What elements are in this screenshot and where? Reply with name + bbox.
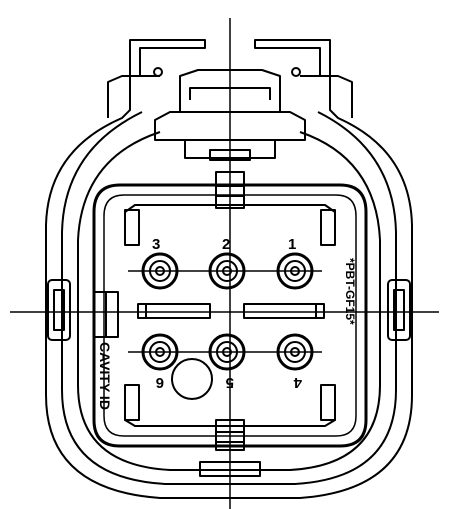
- material-label: *PBT-GF15*: [343, 258, 357, 325]
- pin-number-5: 5: [226, 374, 234, 391]
- pin-cavity-6: [141, 333, 179, 371]
- vent-circle: [171, 358, 213, 400]
- pin-number-6: 6: [156, 374, 164, 391]
- left-side-latch: [47, 279, 71, 341]
- pin-cavity-5: [208, 333, 246, 371]
- pin-number-4: 4: [293, 374, 302, 391]
- tpa-rails: [124, 204, 336, 427]
- pin-cavity-2: [208, 252, 246, 290]
- bottom-key: [199, 419, 261, 477]
- pin-cavity-1: [276, 252, 314, 290]
- pin-cavity-3: [141, 252, 179, 290]
- pin-number-3: 3: [152, 236, 160, 253]
- pin-number-2: 2: [222, 236, 230, 253]
- top-key: [215, 171, 245, 209]
- center-bars: [137, 303, 325, 319]
- right-side-latch: [387, 279, 411, 341]
- cavity-face: [92, 183, 368, 448]
- cavity-inner-outline: [103, 194, 357, 437]
- pin-number-1: 1: [288, 236, 296, 253]
- outer-housing: [45, 98, 413, 499]
- cavity-id-label: CAVITY ID: [97, 342, 113, 410]
- cavity-id-marker: [93, 291, 119, 338]
- top-latch: [107, 39, 353, 161]
- pin-cavity-4: [276, 333, 314, 371]
